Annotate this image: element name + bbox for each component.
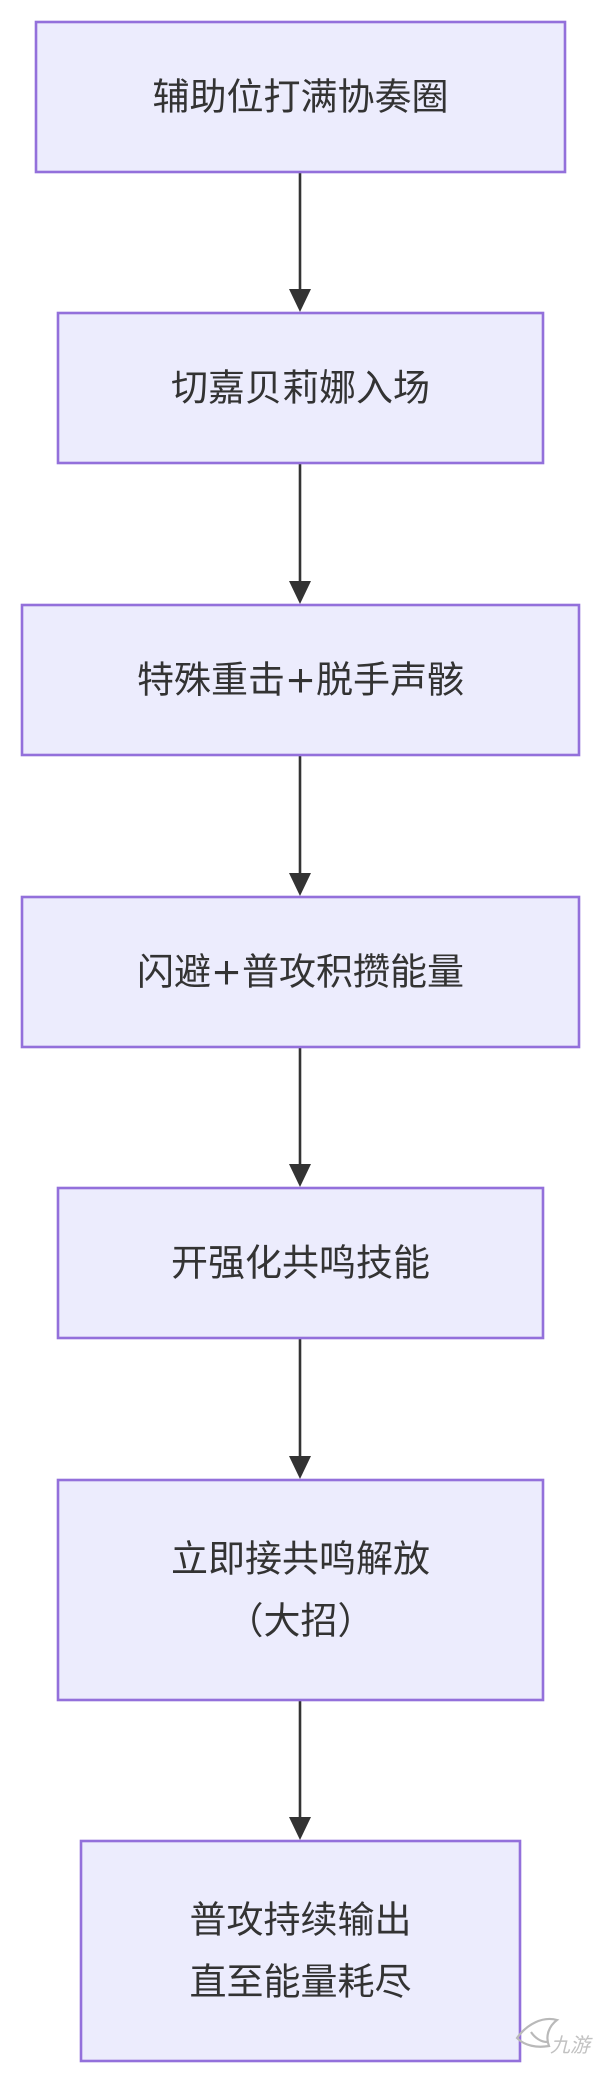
flow-node-box — [79, 1839, 522, 2063]
flow-node-box — [56, 1478, 545, 1702]
flow-node-box — [56, 311, 545, 465]
flow-node-label: 特殊重击+脱手声骸 — [137, 659, 464, 702]
flow-node: 立即接共鸣解放 （大招） — [56, 1478, 545, 1702]
flow-arrow — [289, 463, 311, 604]
flow-node: 辅助位打满协奏圈 — [34, 20, 567, 174]
flow-arrowhead — [289, 1817, 311, 1840]
flow-node-label: 闪避+普攻积攒能量 — [137, 951, 464, 994]
flow-arrow — [289, 1047, 311, 1187]
flow-node-box — [56, 1186, 545, 1340]
jiuyou-logo-icon — [515, 2017, 560, 2048]
watermark: 九游 — [515, 2017, 593, 2057]
flow-node: 开强化共鸣技能 — [56, 1186, 545, 1340]
watermark-text: 九游 — [550, 2033, 593, 2057]
flowchart-nodes: 辅助位打满协奏圈切嘉贝莉娜入场特殊重击+脱手声骸闪避+普攻积攒能量开强化共鸣技能… — [20, 20, 581, 2063]
flow-arrowhead — [289, 581, 311, 604]
flow-arrowhead — [289, 289, 311, 312]
flow-node-box — [34, 20, 567, 174]
flow-arrowhead — [289, 1164, 311, 1187]
flow-node-label: 立即接共鸣解放 — [171, 1538, 430, 1581]
flow-node-label: 切嘉贝莉娜入场 — [171, 367, 430, 410]
flow-arrow — [289, 1338, 311, 1479]
flow-node-box — [20, 895, 581, 1049]
flow-node-label: 普攻持续输出 — [190, 1899, 412, 1942]
flowchart-edges — [289, 172, 311, 1840]
flow-node-box — [20, 603, 581, 757]
flow-node-label: 开强化共鸣技能 — [171, 1242, 430, 1285]
flow-node-label: 辅助位打满协奏圈 — [153, 76, 449, 119]
flow-node: 特殊重击+脱手声骸 — [20, 603, 581, 757]
flow-arrow — [289, 172, 311, 312]
flow-arrow — [289, 1700, 311, 1840]
flow-node-label: （大招） — [227, 1600, 375, 1643]
flow-node: 切嘉贝莉娜入场 — [56, 311, 545, 465]
flow-arrow — [289, 755, 311, 896]
flow-node: 闪避+普攻积攒能量 — [20, 895, 581, 1049]
flow-node-label: 直至能量耗尽 — [190, 1961, 412, 2004]
flow-arrowhead — [289, 873, 311, 896]
flow-arrowhead — [289, 1456, 311, 1479]
